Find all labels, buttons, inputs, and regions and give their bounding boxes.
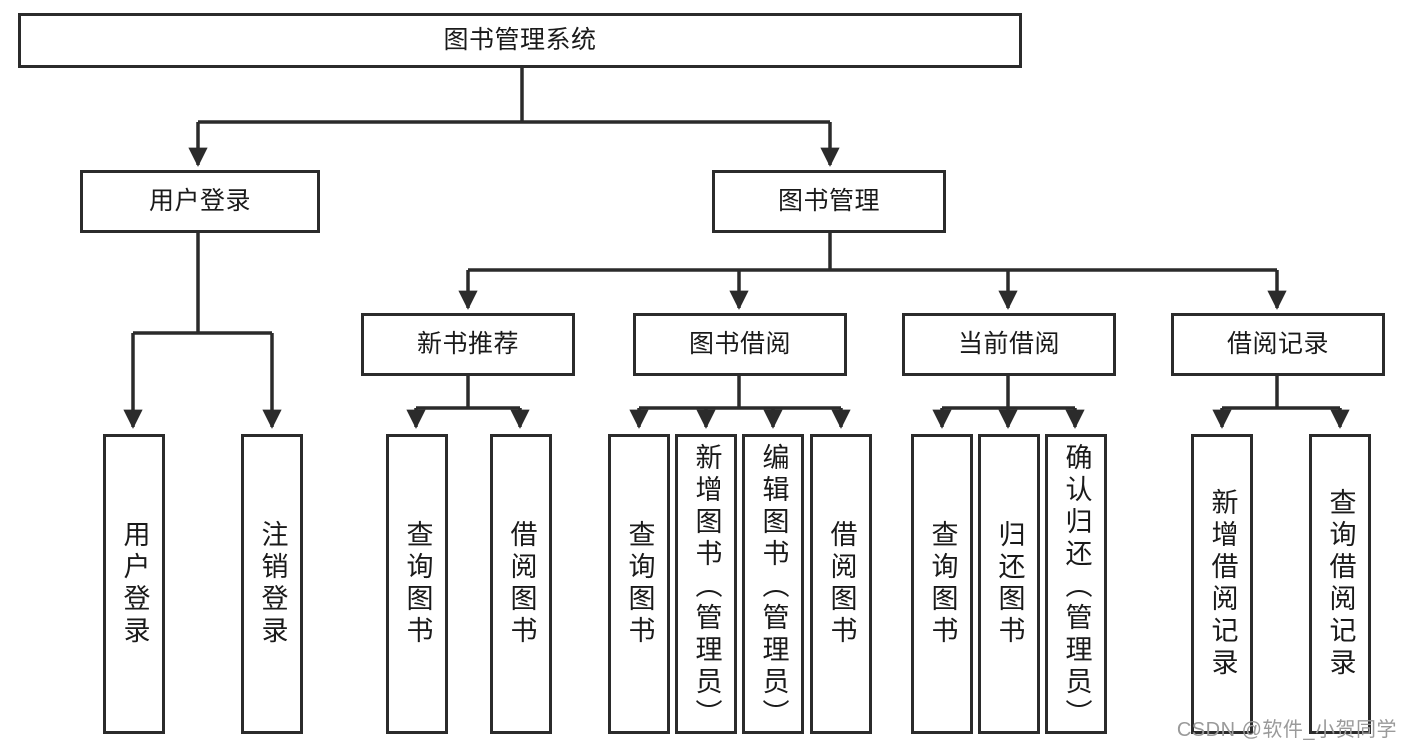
node-leaf-query-book-2-label: 查询图书 bbox=[624, 520, 655, 648]
node-leaf-user-logout[interactable]: 注销登录 bbox=[241, 434, 303, 734]
csdn-watermark: CSDN @软件_小贺同学 bbox=[1176, 719, 1397, 741]
node-root-label: 图书管理系统 bbox=[443, 25, 597, 54]
node-leaf-query-book-3-label: 查询图书 bbox=[927, 520, 958, 648]
node-leaf-user-login-label: 用户登录 bbox=[119, 520, 150, 648]
node-leaf-borrow-book-1-label: 借阅图书 bbox=[506, 520, 537, 648]
node-leaf-confirm-return[interactable]: 确认归还（管理员） bbox=[1045, 434, 1107, 734]
node-leaf-borrow-book-2[interactable]: 借阅图书 bbox=[810, 434, 872, 734]
node-leaf-query-book-1-label: 查询图书 bbox=[402, 520, 433, 648]
node-user-login-label: 用户登录 bbox=[148, 186, 251, 215]
node-leaf-query-record-label: 查询借阅记录 bbox=[1325, 488, 1356, 680]
node-book-manage-label: 图书管理 bbox=[777, 186, 880, 215]
node-leaf-user-logout-label: 注销登录 bbox=[257, 520, 288, 648]
node-book-manage[interactable]: 图书管理 bbox=[712, 170, 946, 233]
node-leaf-borrow-book-2-label: 借阅图书 bbox=[826, 520, 857, 648]
node-leaf-add-record[interactable]: 新增借阅记录 bbox=[1191, 434, 1253, 734]
node-leaf-edit-book[interactable]: 编辑图书（管理员） bbox=[742, 434, 804, 734]
node-new-book-rec[interactable]: 新书推荐 bbox=[361, 313, 575, 376]
node-book-borrow-label: 图书借阅 bbox=[688, 329, 791, 358]
node-leaf-edit-book-label: 编辑图书（管理员） bbox=[758, 443, 789, 731]
node-leaf-query-book-1[interactable]: 查询图书 bbox=[386, 434, 448, 734]
node-leaf-return-book[interactable]: 归还图书 bbox=[978, 434, 1040, 734]
node-book-borrow[interactable]: 图书借阅 bbox=[633, 313, 847, 376]
node-root[interactable]: 图书管理系统 bbox=[18, 13, 1022, 68]
node-user-login[interactable]: 用户登录 bbox=[80, 170, 320, 233]
node-leaf-add-record-label: 新增借阅记录 bbox=[1207, 488, 1238, 680]
node-leaf-user-login[interactable]: 用户登录 bbox=[103, 434, 165, 734]
node-borrow-record[interactable]: 借阅记录 bbox=[1171, 313, 1385, 376]
node-leaf-add-book[interactable]: 新增图书（管理员） bbox=[675, 434, 737, 734]
node-leaf-query-book-3[interactable]: 查询图书 bbox=[911, 434, 973, 734]
node-leaf-confirm-return-label: 确认归还（管理员） bbox=[1061, 443, 1092, 731]
node-current-borrow-label: 当前借阅 bbox=[957, 329, 1060, 358]
node-leaf-borrow-book-1[interactable]: 借阅图书 bbox=[490, 434, 552, 734]
node-borrow-record-label: 借阅记录 bbox=[1226, 329, 1329, 358]
node-current-borrow[interactable]: 当前借阅 bbox=[902, 313, 1116, 376]
node-leaf-query-record[interactable]: 查询借阅记录 bbox=[1309, 434, 1371, 734]
node-leaf-query-book-2[interactable]: 查询图书 bbox=[608, 434, 670, 734]
node-leaf-return-book-label: 归还图书 bbox=[994, 520, 1025, 648]
node-new-book-rec-label: 新书推荐 bbox=[416, 329, 519, 358]
node-leaf-add-book-label: 新增图书（管理员） bbox=[691, 443, 722, 731]
